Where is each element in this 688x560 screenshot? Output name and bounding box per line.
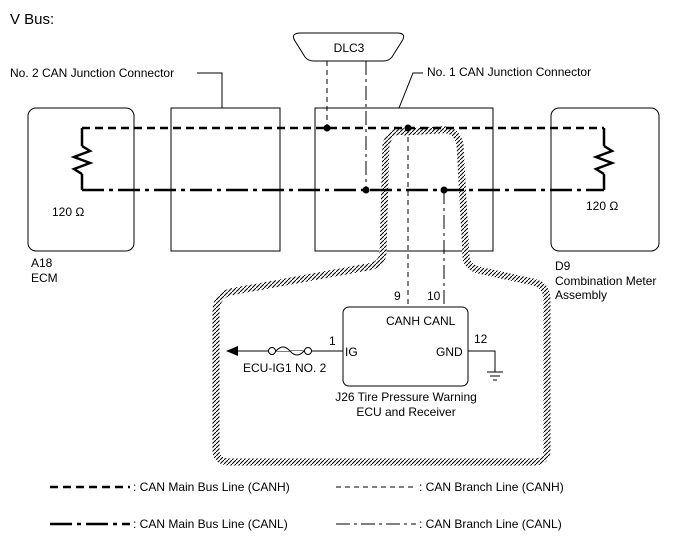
fuse-terminal-left: [268, 347, 276, 355]
fuse-label: ECU-IG1 NO. 2: [243, 361, 327, 375]
legend-label-canl-branch: : CAN Branch Line (CANL): [419, 517, 562, 531]
dlc3-canl-junction: [362, 186, 370, 194]
gnd-wire: [468, 350, 496, 372]
meter-name-line2: Assembly: [555, 288, 607, 302]
meter-name-line1: Combination Meter: [555, 274, 656, 288]
ecu-name-line2: ECU and Receiver: [356, 405, 455, 419]
ecm-name: ECM: [31, 271, 58, 285]
ecu-canh-junction: [404, 124, 412, 132]
ecm-resistor-label: 120 Ω: [52, 205, 84, 219]
no1-junction-label: No. 1 CAN Junction Connector: [427, 65, 591, 79]
no2-junction-box: [170, 107, 281, 252]
ecm-code: A18: [31, 256, 53, 270]
ecm-resistor: [70, 144, 94, 176]
meter-code: D9: [555, 259, 571, 273]
legend-label-canh-main: : CAN Main Bus Line (CANH): [133, 480, 290, 494]
ground-icon: [487, 371, 503, 381]
fuse-icon: [275, 346, 305, 356]
dlc3-connector: [293, 32, 405, 62]
no2-junction-label: No. 2 CAN Junction Connector: [10, 66, 174, 80]
fuse-terminal-right: [304, 347, 312, 355]
pin-ig: 1: [329, 334, 336, 348]
legend-label-canl-main: : CAN Main Bus Line (CANL): [133, 517, 288, 531]
terminal-gnd: GND: [436, 345, 463, 359]
dlc3-canh-junction: [323, 124, 331, 132]
no2-junction-leader: [197, 72, 223, 108]
legend: : CAN Main Bus Line (CANH) : CAN Branch …: [50, 480, 564, 531]
tpms-ecu-box: [342, 306, 469, 387]
pin-canl: 10: [427, 289, 441, 303]
ecu-canl-junction: [440, 186, 448, 194]
terminal-canh-canl: CANH CANL: [386, 314, 456, 328]
pin-canh: 9: [394, 289, 401, 303]
legend-label-canh-branch: : CAN Branch Line (CANH): [419, 480, 564, 494]
pin-gnd: 12: [474, 332, 488, 346]
meter-resistor: [592, 144, 616, 176]
meter-resistor-label: 120 Ω: [586, 199, 618, 213]
wire-harness-outline: [212, 126, 551, 466]
diagram-title: V Bus:: [10, 11, 54, 28]
ecu-name-line1: J26 Tire Pressure Warning: [335, 390, 477, 404]
no1-junction-leader: [398, 72, 423, 109]
dlc3-label: DLC3: [334, 41, 365, 55]
power-arrow-icon: [226, 346, 238, 356]
terminal-ig: IG: [345, 345, 358, 359]
